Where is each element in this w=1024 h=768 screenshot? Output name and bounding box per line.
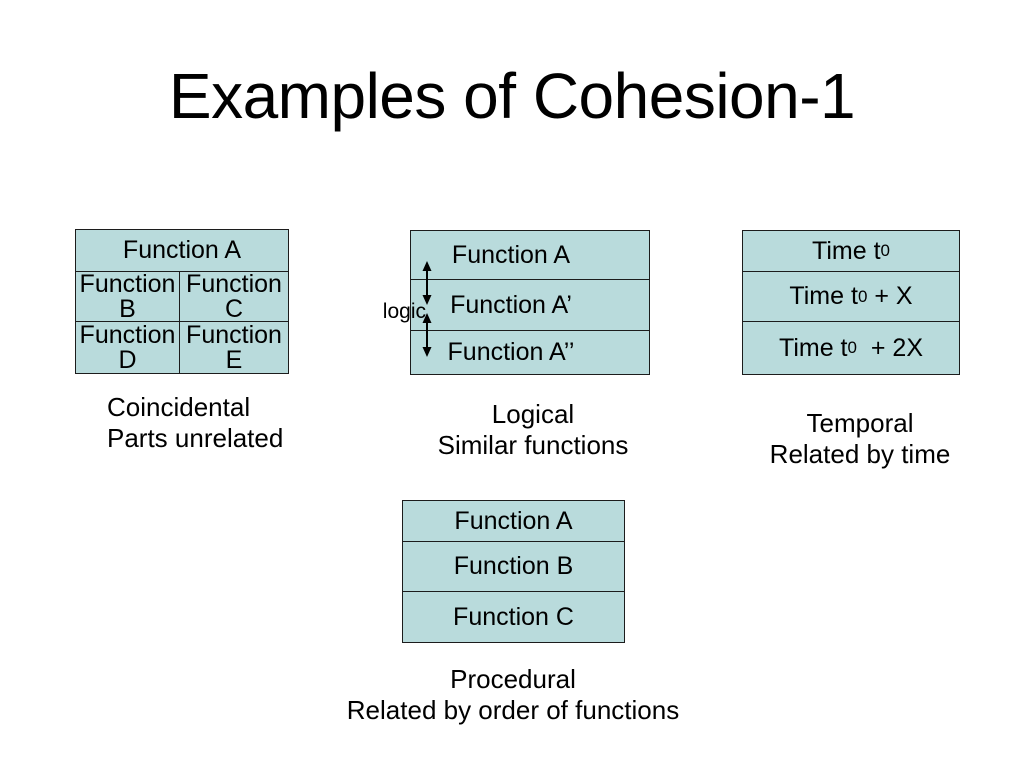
temporal-caption-line2: Related by time [769, 439, 951, 469]
procedural-row-c: Function C [403, 591, 624, 642]
page-title: Examples of Cohesion-1 [168, 60, 856, 132]
logical-caption-line1: Logical [491, 399, 575, 429]
logical-row-a-double-prime: Function A’’ [411, 330, 649, 374]
coincidental-caption: Coincidental Parts unrelated [107, 392, 283, 454]
procedural-caption-line1: Procedural [450, 664, 576, 694]
procedural-row-a: Function A [454, 506, 573, 535]
procedural-caption-line2: Related by order of functions [346, 695, 680, 725]
procedural-caption: Procedural Related by order of functions [343, 664, 683, 726]
coincidental-caption-line1: Coincidental [107, 392, 251, 422]
procedural-box: Function A Function B Function C [402, 500, 625, 643]
logic-label: logic [382, 300, 426, 323]
procedural-row-b: Function B [403, 541, 624, 591]
coincidental-cell-e: Function E [179, 321, 288, 373]
coincidental-header-cell: Function A [122, 236, 242, 264]
temporal-caption-line1: Temporal [806, 408, 914, 438]
coincidental-caption-line2: Parts unrelated [107, 423, 284, 453]
coincidental-box: Function A Function B Function C Functio… [75, 229, 289, 374]
coincidental-cell-d: Function D [76, 321, 179, 373]
logical-box: Function A Function A’ Function A’’ [410, 230, 650, 375]
logical-caption-line2: Similar functions [437, 430, 629, 460]
double-arrow-icon [422, 261, 432, 357]
temporal-caption: Temporal Related by time [730, 408, 990, 470]
logical-caption: Logical Similar functions [403, 399, 663, 461]
coincidental-cell-c: Function C [179, 271, 288, 321]
logical-row-a-prime: Function A’ [411, 279, 649, 330]
coincidental-cell-b: Function B [76, 271, 179, 321]
logical-row-a: Function A [451, 240, 571, 269]
